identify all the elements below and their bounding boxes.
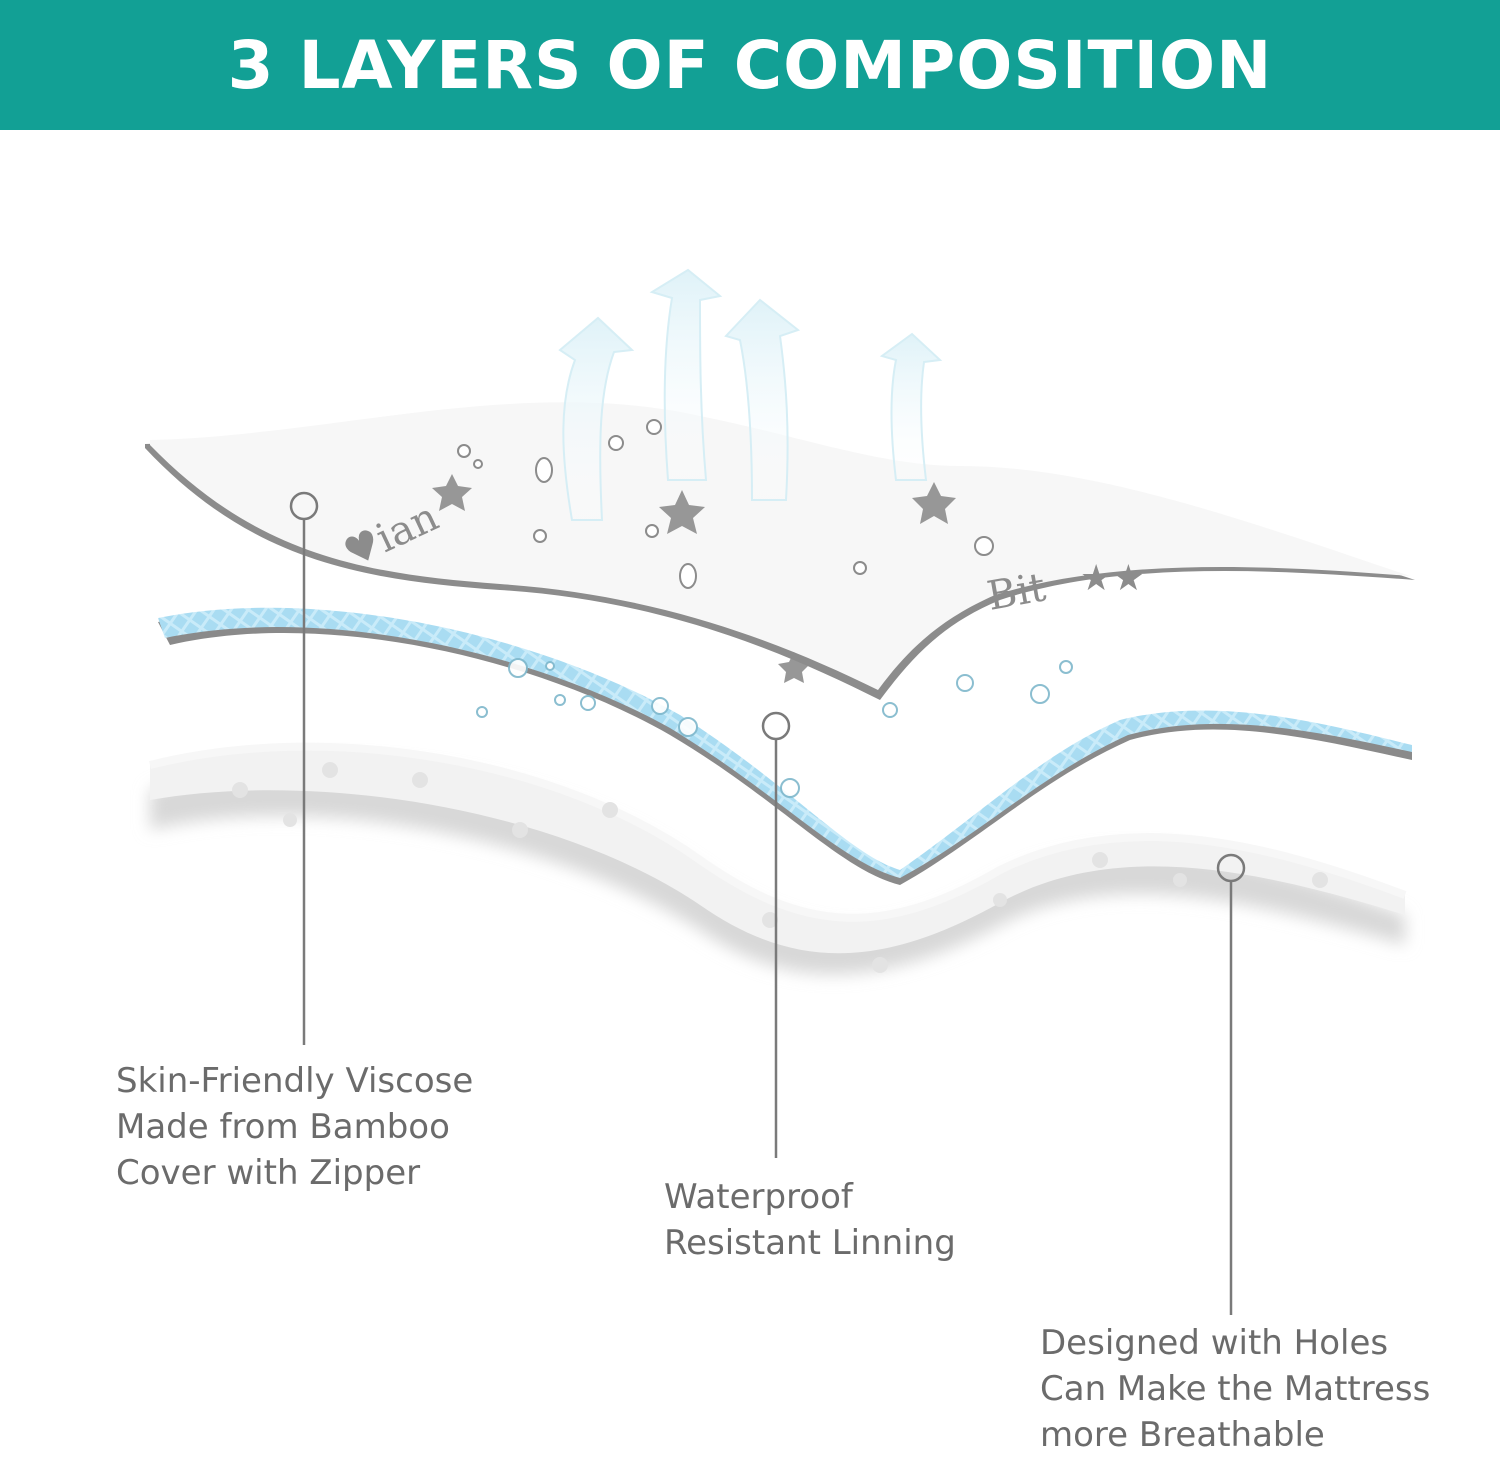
caption-line: Resistant Linning (664, 1223, 956, 1263)
caption-line: Cover with Zipper (116, 1153, 421, 1193)
caption-line: Skin-Friendly Viscose (116, 1061, 474, 1101)
star-icon (659, 490, 705, 534)
svg-text:Bit: Bit (984, 564, 1049, 619)
middle-waterproof-layer (158, 607, 1412, 885)
caption-breathable-layer: Designed with Holes Can Make the Mattres… (1040, 1320, 1430, 1458)
layers-illustration: ♥ian Bit ★★ (145, 268, 1415, 1315)
star-icon (432, 474, 472, 511)
caption-line: Waterproof (664, 1177, 853, 1217)
star-icon (912, 482, 956, 524)
leader-waterproof (761, 711, 791, 1158)
leader-cover (289, 491, 319, 1045)
leader-holes (1216, 853, 1246, 1315)
header-banner: 3 LAYERS OF COMPOSITION (0, 0, 1500, 130)
caption-waterproof-layer: Waterproof Resistant Linning (664, 1174, 956, 1266)
caption-cover-layer: Skin-Friendly Viscose Made from Bamboo C… (116, 1058, 473, 1196)
caption-line: more Breathable (1040, 1415, 1325, 1455)
caption-line: Designed with Holes (1040, 1323, 1389, 1363)
top-cover-layer: ♥ian Bit ★★ (145, 402, 1415, 700)
caption-line: Made from Bamboo (116, 1107, 450, 1147)
page-title: 3 LAYERS OF COMPOSITION (227, 26, 1273, 104)
caption-line: Can Make the Mattress (1040, 1369, 1431, 1409)
bottom-perforated-layer (149, 742, 1407, 975)
breathability-arrows (558, 268, 943, 521)
svg-text:★★: ★★ (1080, 558, 1145, 599)
